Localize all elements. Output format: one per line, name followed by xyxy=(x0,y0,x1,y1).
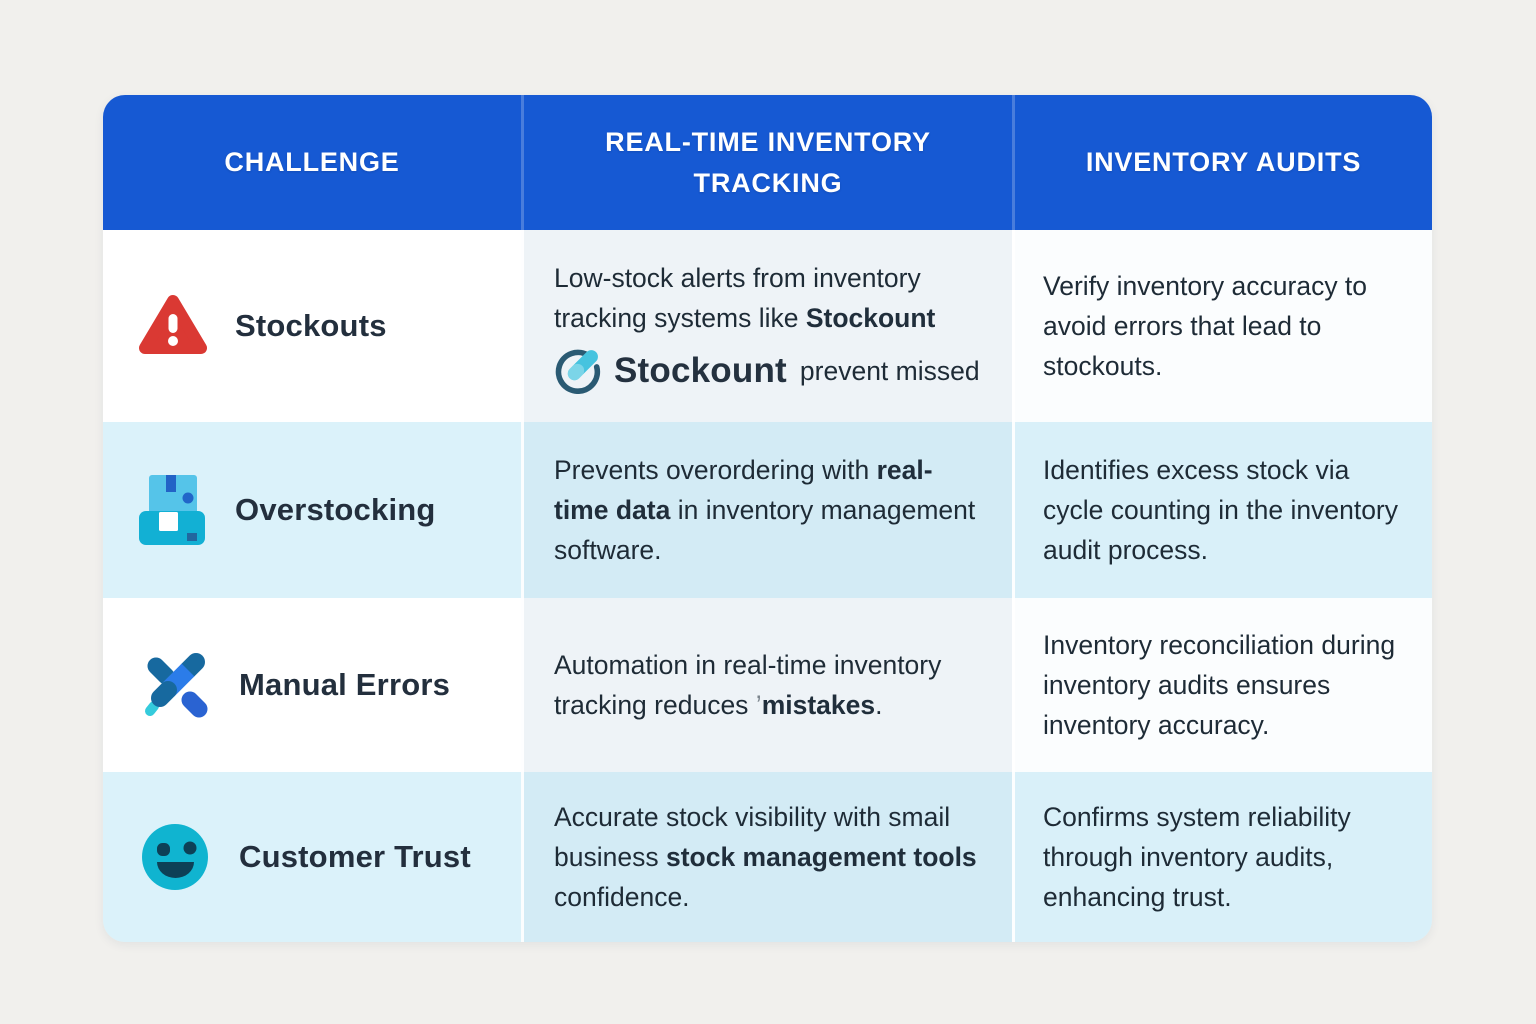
stockount-logo-icon xyxy=(554,347,601,394)
text-segment: Stockount xyxy=(805,303,936,333)
audits-cell-overstocking: Identifies excess stock via cycle counti… xyxy=(1012,422,1432,598)
cell-text: Prevents overordering with real-time dat… xyxy=(554,450,982,570)
challenge-label: Customer Trust xyxy=(239,839,471,874)
text-segment: Prevents overordering with xyxy=(554,455,877,485)
challenge-label: Overstocking xyxy=(235,492,436,527)
cell-text: Low-stock alerts from inventory tracking… xyxy=(554,258,982,338)
tracking-cell-overstocking: Prevents overordering with real-time dat… xyxy=(521,422,1012,598)
text-segment: . xyxy=(875,690,883,720)
challenge-cell-overstocking: Overstocking xyxy=(103,422,521,598)
text-segment: real-time data xyxy=(554,455,933,525)
header-real-time-tracking: REAL-TIME INVENTORY TRACKING xyxy=(521,95,1012,230)
header-challenge: CHALLENGE xyxy=(103,95,521,230)
cell-text: Automation in real-time inventory tracki… xyxy=(554,645,982,725)
tracking-cell-customer-trust: Accurate stock visibility with smail bus… xyxy=(521,772,1012,942)
text-segment: confidence. xyxy=(554,882,690,912)
header-inventory-audits: INVENTORY AUDITS xyxy=(1012,95,1432,230)
challenge-cell-customer-trust: Customer Trust xyxy=(103,772,521,942)
crossed-pencils-icon xyxy=(137,647,213,723)
tracking-cell-manual-errors: Automation in real-time inventory tracki… xyxy=(521,598,1012,772)
tracking-cell-stockouts: Low-stock alerts from inventory tracking… xyxy=(521,230,1012,422)
cell-text: Accurate stock visibility with smail bus… xyxy=(554,797,982,917)
text-segment: mistakes xyxy=(761,690,876,720)
cell-text: prevent missed xyxy=(799,355,980,386)
cell-text: Inventory reconciliation during inventor… xyxy=(1043,625,1416,745)
text-segment: Confirms system reliability through inve… xyxy=(1043,802,1351,912)
comparison-table: CHALLENGE REAL-TIME INVENTORY TRACKING I… xyxy=(103,95,1432,942)
header-audits-label: INVENTORY AUDITS xyxy=(1085,147,1362,177)
audits-cell-manual-errors: Inventory reconciliation during inventor… xyxy=(1012,598,1432,772)
stockount-wordmark: Stockount xyxy=(614,350,787,390)
cell-text: Verify inventory accuracy to avoid error… xyxy=(1043,266,1416,386)
text-segment: in inventory management software. xyxy=(554,495,976,565)
text-segment: stock management tools xyxy=(665,842,977,872)
text-segment: Low-stock alerts from inventory tracking… xyxy=(554,263,921,333)
stockount-logo-line: Stockount prevent missed xyxy=(554,347,982,394)
challenge-cell-manual-errors: Manual Errors xyxy=(103,598,521,772)
text-segment: Automation in real-time inventory tracki… xyxy=(554,650,942,720)
challenge-label: Manual Errors xyxy=(239,667,451,702)
cell-text: Identifies excess stock via cycle counti… xyxy=(1043,450,1416,570)
stacked-boxes-icon xyxy=(137,471,209,549)
text-segment: Inventory reconciliation during inventor… xyxy=(1043,630,1396,740)
text-segment: ’ xyxy=(755,690,762,720)
audits-cell-stockouts: Verify inventory accuracy to avoid error… xyxy=(1012,230,1432,422)
warning-triangle-icon xyxy=(137,293,209,359)
cell-text: Confirms system reliability through inve… xyxy=(1043,797,1416,917)
header-challenge-label: CHALLENGE xyxy=(224,147,400,177)
text-segment: Identifies excess stock via cycle counti… xyxy=(1043,455,1399,565)
header-tracking-label: REAL-TIME INVENTORY TRACKING xyxy=(605,126,931,198)
challenge-cell-stockouts: Stockouts xyxy=(103,230,521,422)
challenge-label: Stockouts xyxy=(235,308,387,343)
smiley-face-icon xyxy=(137,819,213,895)
audits-cell-customer-trust: Confirms system reliability through inve… xyxy=(1012,772,1432,942)
text-segment: Verify inventory accuracy to avoid error… xyxy=(1043,271,1368,381)
text-segment: Accurate stock visibility with smail bus… xyxy=(554,802,951,872)
